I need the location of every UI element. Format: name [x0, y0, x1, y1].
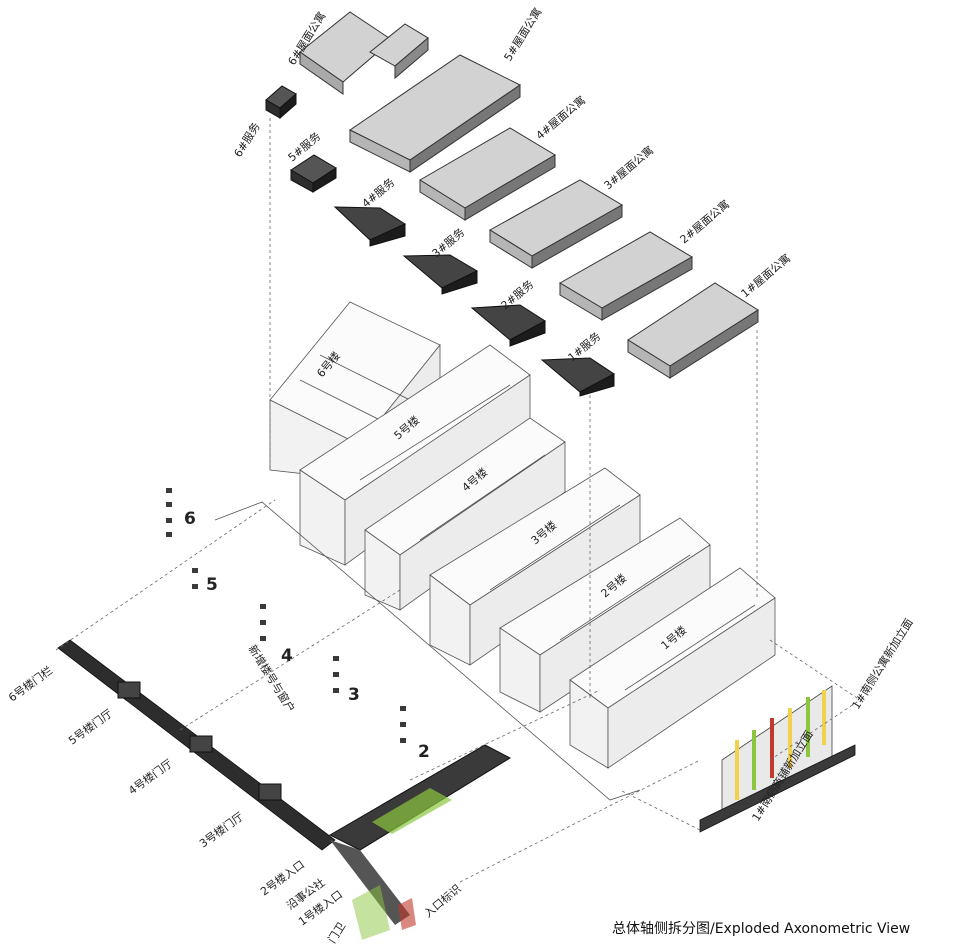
service-block-6: [265, 85, 297, 120]
service-block-2: [470, 304, 546, 347]
service-block-1: [540, 357, 615, 397]
signage-number-6: 6: [184, 509, 196, 529]
signage-number-5: 5: [206, 575, 218, 595]
service-block-4: [333, 206, 407, 247]
street-strip: [57, 639, 512, 940]
roof-label-3: 3#屋面公寓: [601, 143, 656, 192]
roof-label-4: 4#屋面公寓: [533, 93, 588, 142]
building-1: [569, 567, 776, 769]
guide-lines: [55, 118, 861, 883]
service-block-5: [290, 154, 337, 193]
service-blocks: [265, 85, 615, 397]
street-label-4-hall: 4号楼门厅: [126, 756, 175, 797]
service-label-6: 6#服务: [232, 120, 263, 159]
roof-label-1: 1#屋面公寓: [738, 251, 793, 300]
signage-number-3: 3: [348, 685, 360, 705]
roof-apartment-1: [627, 282, 759, 379]
ground-outline: [214, 501, 641, 801]
main-buildings: [214, 301, 776, 801]
facade-apartment: [721, 685, 833, 821]
building-2: [499, 517, 711, 713]
street-label-6-gate: 6号楼门栏: [6, 663, 55, 704]
roof-apartment-2: [559, 231, 693, 321]
roof-apartment-3: [489, 179, 623, 269]
street-label-3-hall: 3号楼门厅: [197, 809, 246, 850]
signage-number-4: 4: [281, 646, 293, 666]
roof-apartment-6: [299, 11, 429, 95]
street-label-guard: 门卫: [325, 920, 349, 946]
street-label-5-hall: 5号楼门厅: [66, 706, 115, 747]
facade-shop: [699, 744, 856, 833]
entrance-path: [330, 840, 410, 925]
signage-number-2: 2: [418, 742, 430, 762]
roof-apartments: [299, 11, 759, 379]
roof-apartment-4: [419, 127, 556, 221]
service-block-3: [402, 254, 479, 295]
roof-apartment-5: [349, 54, 521, 173]
roof-label-5: 5#屋面公寓: [501, 5, 545, 63]
roof-label-2: 2#屋面公寓: [677, 197, 732, 246]
facade-label-apartment: 1#南侧公寓新加立面: [849, 616, 916, 712]
service-label-4: 4#服务: [360, 176, 398, 211]
street-label-entrance-sign: 入口标识: [421, 881, 464, 920]
caption: 总体轴侧拆分图/Exploded Axonometric View: [612, 921, 911, 937]
